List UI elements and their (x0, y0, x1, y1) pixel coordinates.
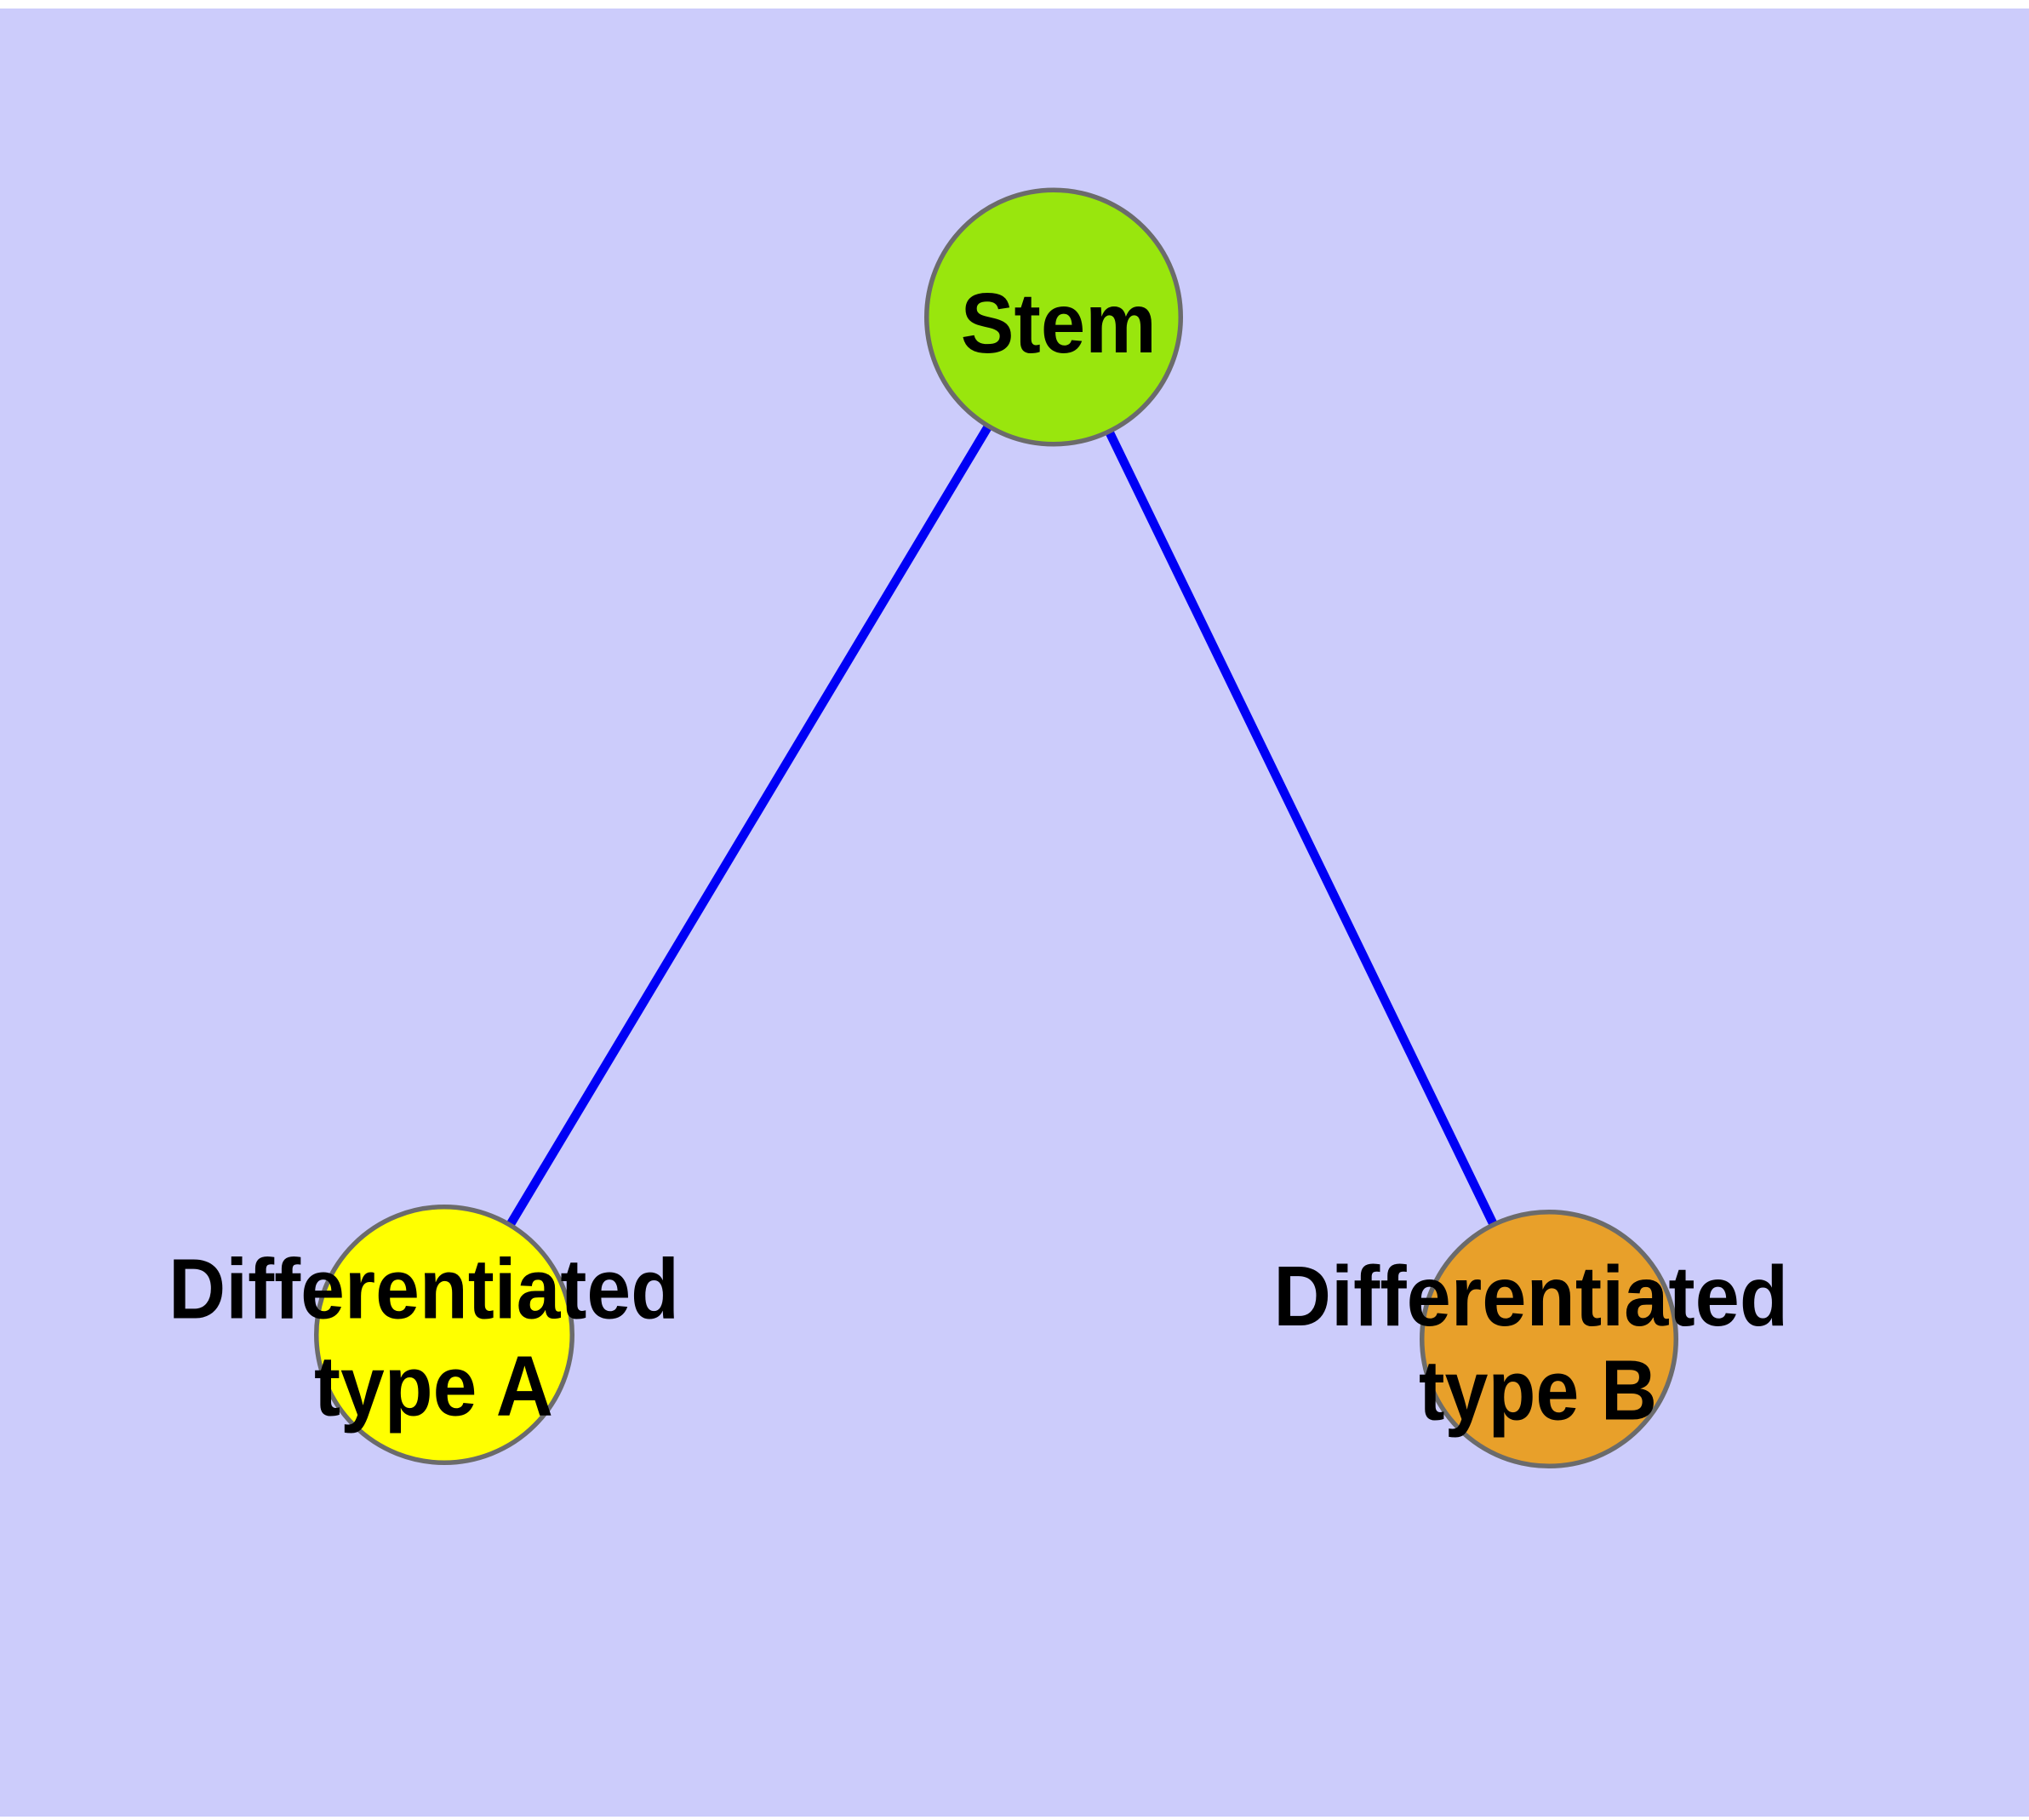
svg-text:type A: type A (314, 1339, 553, 1434)
svg-text:Differentiated: Differentiated (169, 1242, 679, 1337)
svg-text:type B: type B (1419, 1343, 1657, 1439)
svg-text:Differentiated: Differentiated (1273, 1249, 1788, 1344)
svg-text:Stem: Stem (961, 276, 1157, 371)
